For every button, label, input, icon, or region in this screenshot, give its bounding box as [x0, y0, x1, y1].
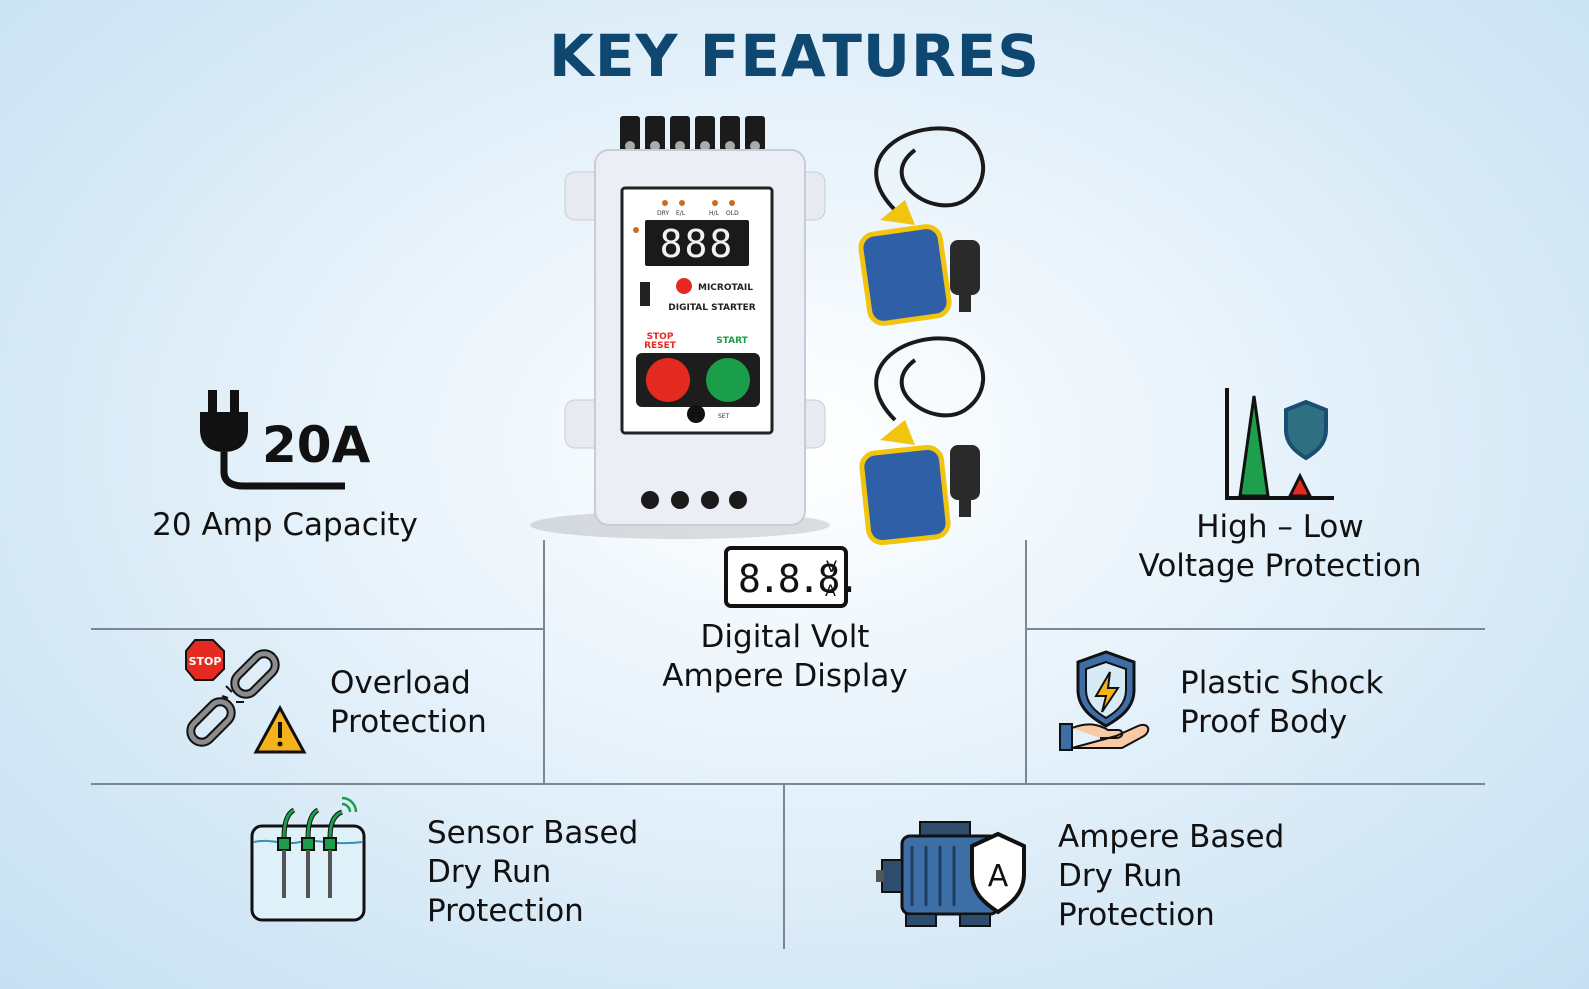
led-label: E/L — [676, 210, 686, 217]
start-label: START — [716, 336, 748, 346]
stop-sign-text: STOP — [189, 655, 222, 668]
feature-line: Sensor Based — [427, 815, 639, 851]
divider-vertical-bottom — [783, 784, 785, 949]
svg-text:RESET: RESET — [644, 341, 677, 351]
product-display-digits: 888 — [660, 222, 735, 266]
feature-display-text: Digital Volt Ampere Display — [625, 618, 945, 696]
feature-line: Dry Run — [1058, 858, 1183, 894]
divider-vertical-right — [1025, 540, 1027, 784]
feature-line: Dry Run — [427, 854, 552, 890]
feature-overload-text: Overload Protection — [330, 664, 487, 742]
power-plug-icon: 20A — [200, 390, 371, 490]
broken-chain-stop-icon: STOP — [185, 639, 307, 754]
feature-line: Voltage Protection — [1138, 548, 1422, 584]
feature-voltage-text: High – Low Voltage Protection — [1120, 508, 1440, 586]
divider-vertical-left — [543, 540, 545, 784]
digital-display-icon: 8.8.8. V A — [724, 546, 860, 608]
feature-line: Ampere Based — [1058, 819, 1285, 855]
product-model: DIGITAL STARTER — [668, 303, 756, 313]
divider-left-top — [91, 628, 543, 630]
feature-line: Overload — [330, 665, 471, 701]
feature-shockproof-text: Plastic Shock Proof Body — [1180, 664, 1383, 742]
hand-shield-bolt-icon — [1059, 650, 1150, 751]
feature-line: Protection — [1058, 897, 1215, 933]
page-title: KEY FEATURES — [548, 22, 1041, 90]
float-switch-image — [858, 126, 985, 546]
led-label: H/L — [709, 210, 720, 217]
led-label: OLD — [726, 210, 739, 217]
feature-line: 20 Amp Capacity — [152, 507, 418, 543]
feature-line: High – Low — [1196, 509, 1364, 545]
feature-line: Proof Body — [1180, 704, 1348, 740]
ampere-shield-letter: A — [988, 859, 1009, 894]
feature-line: Protection — [330, 704, 487, 740]
feature-sensor-text: Sensor Based Dry Run Protection — [427, 814, 638, 931]
feature-line: Digital Volt — [700, 619, 870, 655]
display-unit-a: A — [825, 581, 836, 600]
digital-starter-product-image: DRY E/L H/L OLD 888 MICROTAIL DIGITAL ST… — [530, 116, 830, 539]
capacity-badge: 20A — [262, 416, 371, 474]
display-unit-v: V — [826, 557, 837, 576]
feature-line: Ampere Display — [662, 658, 908, 694]
divider-right-top — [1026, 628, 1485, 630]
set-label: SET — [718, 413, 730, 420]
voltage-shield-chart-icon — [1225, 388, 1334, 500]
feature-capacity-text: 20 Amp Capacity — [130, 506, 440, 545]
stop-reset-label: STOP — [647, 332, 674, 342]
water-sensor-icon — [250, 796, 366, 922]
start-button — [706, 358, 750, 402]
feature-ampere-text: Ampere Based Dry Run Protection — [1058, 818, 1284, 935]
feature-line: Plastic Shock — [1180, 665, 1384, 701]
stop-button — [646, 358, 690, 402]
product-brand: MICROTAIL — [698, 283, 753, 293]
feature-line: Protection — [427, 893, 584, 929]
divider-middle — [91, 783, 1485, 785]
led-label: DRY — [657, 210, 669, 217]
motor-shield-icon: A — [876, 821, 1026, 927]
display-digits: 8.8.8. — [738, 557, 857, 601]
